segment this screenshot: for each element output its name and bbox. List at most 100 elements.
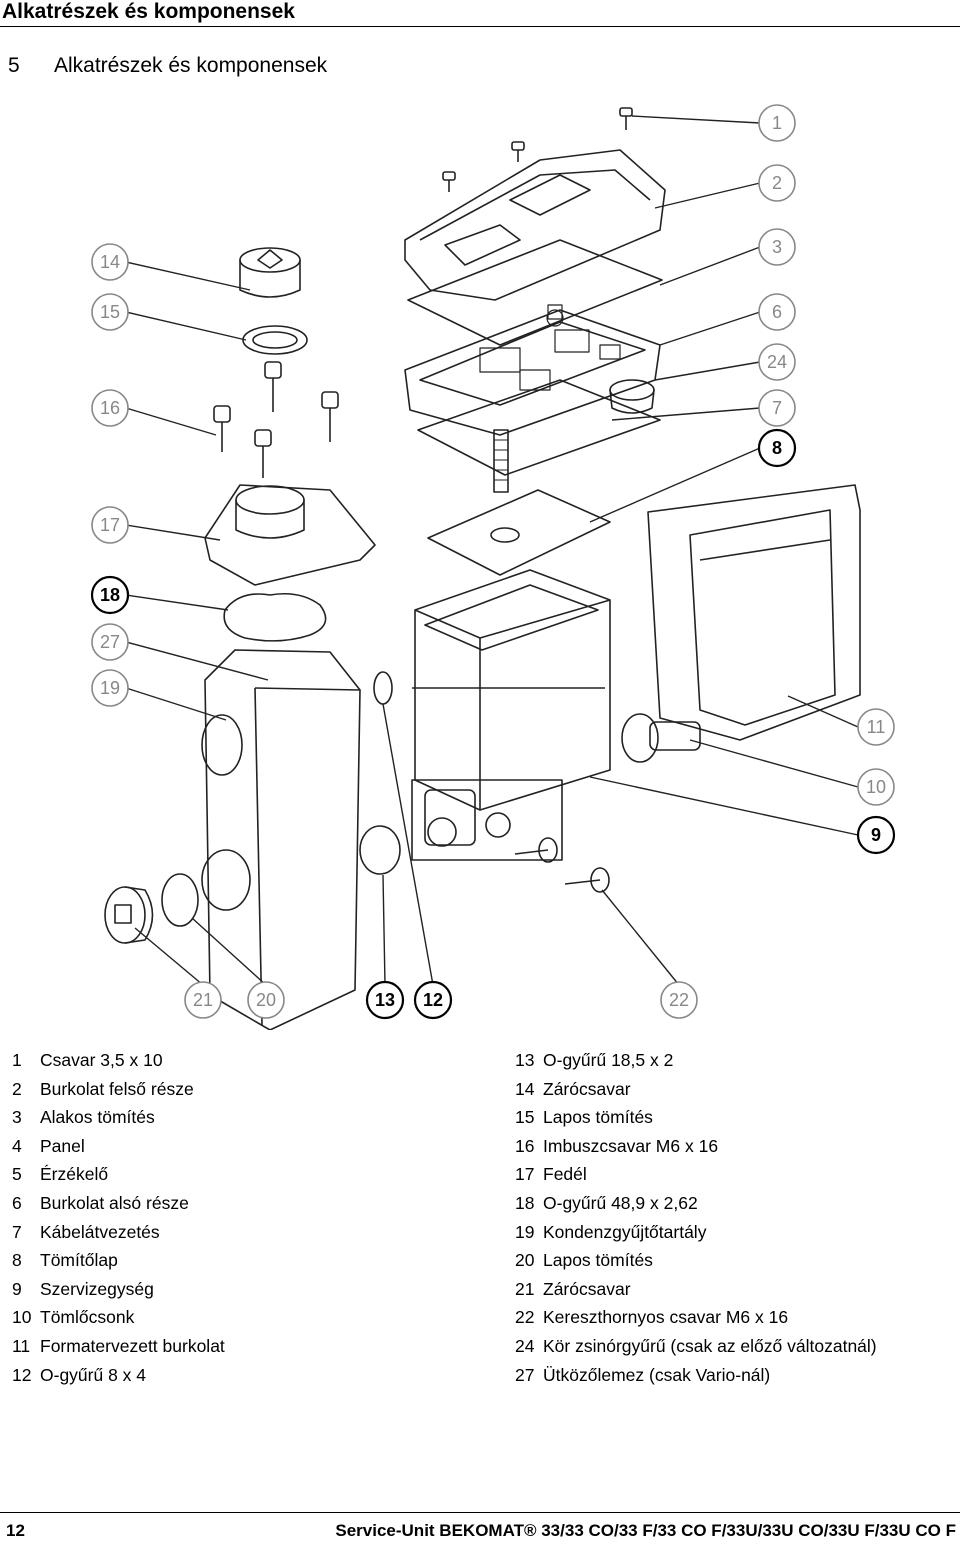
svg-text:15: 15 (100, 302, 120, 322)
callout-18: 18 (90, 575, 130, 615)
sealing-plate-part (427, 489, 611, 576)
page-number: 12 (6, 1521, 25, 1540)
svg-text:7: 7 (772, 398, 782, 418)
callout-19: 19 (91, 669, 129, 707)
footer-title: Service-Unit BEKOMAT® 33/33 CO/33 F/33 C… (335, 1521, 956, 1540)
callout-21: 21 (184, 981, 222, 1019)
cable-gland-part (609, 379, 655, 414)
svg-text:10: 10 (866, 777, 886, 797)
sensor-part (493, 429, 509, 493)
section-number: 5 (8, 54, 20, 77)
design-cover-part (647, 484, 861, 741)
screw-part (442, 107, 633, 192)
o-ring-13-part (359, 825, 401, 875)
cord-ring-part (417, 379, 661, 476)
callout-15: 15 (91, 293, 129, 331)
svg-text:8: 8 (772, 438, 782, 458)
callout-8: 8 (757, 428, 797, 468)
callout-20: 20 (247, 981, 285, 1019)
plug-screw-21-part (104, 886, 154, 944)
callout-7: 7 (758, 389, 796, 427)
page-header: Alkatrészek és komponensek (0, 0, 960, 27)
svg-text:1: 1 (772, 113, 782, 133)
svg-text:20: 20 (256, 990, 276, 1010)
callout-2: 2 (758, 164, 796, 202)
hex-screw-part (213, 361, 339, 478)
callout-9: 9 (856, 815, 896, 855)
condensate-reservoir-part (201, 649, 361, 1030)
callout-1: 1 (758, 104, 796, 142)
callout-6: 6 (758, 293, 796, 331)
callout-24: 24 (758, 343, 796, 381)
svg-text:13: 13 (375, 990, 395, 1010)
svg-text:18: 18 (100, 585, 120, 605)
hose-nipple-part (621, 713, 701, 763)
cross-screw-part (514, 837, 610, 893)
svg-text:11: 11 (867, 717, 886, 737)
page-footer: 12 Service-Unit BEKOMAT® 33/33 CO/33 F/3… (0, 1512, 960, 1545)
callout-14: 14 (91, 243, 129, 281)
shaped-seal-part (407, 239, 663, 346)
callout-3: 3 (758, 228, 796, 266)
callout-12: 12 (413, 980, 453, 1020)
callout-16: 16 (91, 389, 129, 427)
service-unit-part (411, 569, 611, 861)
cover-top-part (404, 149, 666, 301)
svg-text:14: 14 (100, 252, 120, 272)
svg-text:12: 12 (423, 990, 443, 1010)
svg-text:27: 27 (100, 632, 120, 652)
callout-27: 27 (91, 623, 129, 661)
exploded-view-diagram: 1 2 3 6 24 7 8 14 15 16 17 18 27 19 11 1… (90, 104, 896, 1030)
flat-seal-20-part (161, 873, 199, 927)
callout-11: 11 (857, 708, 895, 746)
housing-lower-part (404, 309, 661, 436)
svg-text:6: 6 (772, 302, 782, 322)
callout-13: 13 (365, 980, 405, 1020)
header-title: Alkatrészek és komponensek (2, 0, 295, 23)
svg-text:3: 3 (772, 237, 782, 257)
svg-text:2: 2 (772, 173, 782, 193)
callout-22: 22 (660, 981, 698, 1019)
section-title: Alkatrészek és komponensek (54, 54, 328, 77)
svg-text:16: 16 (100, 398, 120, 418)
svg-text:19: 19 (100, 678, 120, 698)
svg-text:22: 22 (669, 990, 689, 1010)
section-heading: 5 Alkatrészek és komponensek (8, 54, 327, 78)
svg-text:21: 21 (193, 990, 213, 1010)
o-ring-18-part (223, 592, 327, 642)
svg-text:9: 9 (871, 825, 881, 845)
lid-part (204, 484, 376, 586)
svg-text:17: 17 (100, 515, 120, 535)
o-ring-12-part (373, 671, 393, 705)
svg-text:24: 24 (767, 352, 787, 372)
callout-17: 17 (91, 506, 129, 544)
callout-10: 10 (857, 768, 895, 806)
plug-screw-part (239, 247, 301, 298)
